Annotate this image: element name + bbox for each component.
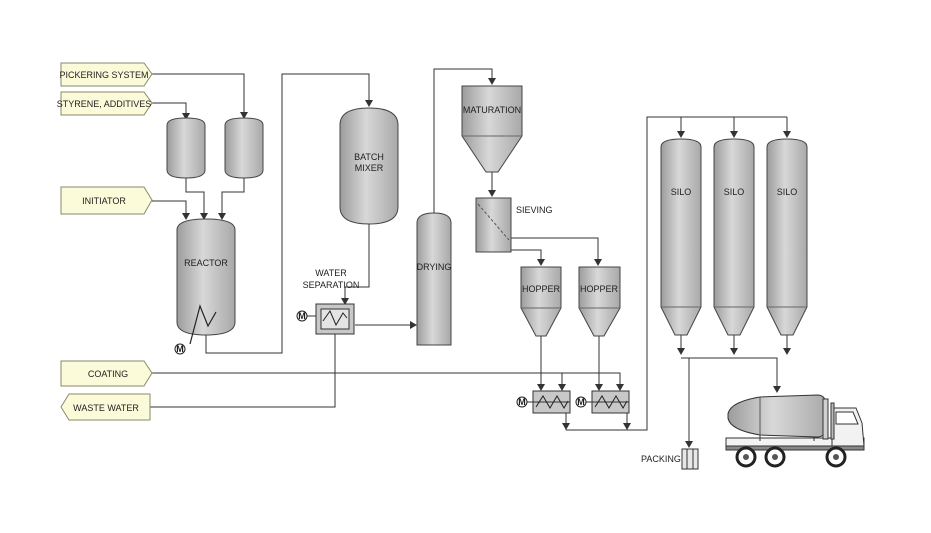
line-conveyor-to-silos — [566, 116, 787, 431]
sieving-label: SIEVING — [516, 205, 553, 215]
water-separation-label-line2: SEPARATION — [303, 280, 360, 290]
screw-conveyor-1: M — [516, 390, 571, 414]
motor-icon: M — [575, 396, 587, 408]
reactor: REACTOR M — [174, 218, 236, 355]
hopper-1: HOPPER — [520, 266, 562, 337]
line-initiator-to-reactor — [150, 200, 187, 213]
line-separation-to-waste — [150, 334, 336, 408]
feed-tank-2 — [224, 117, 264, 179]
hopper-1-label: HOPPER — [522, 284, 561, 294]
maturation-label: MATURATION — [463, 105, 521, 115]
line-coating — [150, 372, 621, 384]
waste-water-tag: WASTE WATER — [60, 393, 151, 421]
batch-mixer: BATCH MIXER — [339, 107, 399, 225]
mixer-zigzag-icon — [189, 304, 217, 345]
arrowheads — [182, 78, 791, 448]
initiator-tag: INITIATOR — [60, 186, 153, 215]
line-tank2-to-reactor — [221, 178, 245, 213]
styrene-additives-label: STYRENE, ADDITIVES — [57, 99, 152, 109]
packing-label: PACKING — [641, 454, 681, 464]
silo-3: SILO — [766, 138, 808, 336]
hopper-2: HOPPER — [578, 266, 621, 337]
coating-tag: COATING — [60, 360, 153, 387]
packing-station: PACKING — [641, 448, 699, 470]
svg-text:M: M — [518, 397, 526, 407]
line-sieving-to-hopper2 — [511, 237, 599, 259]
silo-1: SILO — [660, 138, 702, 336]
line-sieving-to-hopper1 — [506, 249, 542, 259]
line-tank1-to-reactor — [185, 178, 205, 213]
drying-tower: DRYING — [416, 212, 452, 346]
sieving-unit: SIEVING — [475, 197, 553, 253]
svg-text:M: M — [298, 311, 306, 321]
hopper-2-label: HOPPER — [580, 284, 619, 294]
batch-mixer-label-line2: MIXER — [355, 163, 384, 173]
feed-tank-1 — [166, 117, 206, 179]
truck-icon — [725, 394, 865, 468]
water-separation-label-line1: WATER — [315, 268, 347, 278]
screw-conveyor-2: M — [575, 390, 630, 414]
coating-label: COATING — [88, 369, 128, 379]
maturation-vessel: MATURATION — [461, 85, 523, 173]
pickering-system-label: PICKERING SYSTEM — [59, 70, 148, 80]
svg-text:M: M — [577, 397, 585, 407]
line-styrene-to-tank — [150, 102, 187, 113]
silo-3-label: SILO — [777, 187, 798, 197]
input-tags: PICKERING SYSTEM STYRENE, ADDITIVES INIT… — [57, 62, 153, 421]
styrene-additives-tag: STYRENE, ADDITIVES — [57, 91, 153, 116]
motor-icon: M — [296, 310, 308, 322]
waste-water-label: WASTE WATER — [73, 403, 139, 413]
batch-mixer-label-line1: BATCH — [354, 152, 384, 162]
motor-icon: M — [174, 343, 186, 355]
line-drying-to-maturation — [433, 68, 493, 213]
silo-2-label: SILO — [724, 187, 745, 197]
initiator-label: INITIATOR — [82, 196, 126, 206]
reactor-label: REACTOR — [184, 258, 228, 268]
svg-text:M: M — [176, 344, 184, 354]
motor-icon: M — [516, 396, 528, 408]
drying-label: DRYING — [417, 262, 452, 272]
line-mixer-to-separation — [344, 224, 370, 298]
water-separation: WATER SEPARATION M — [296, 268, 360, 335]
line-silo-collector — [681, 357, 778, 388]
pickering-system-tag: PICKERING SYSTEM — [59, 62, 153, 87]
package-icon — [681, 448, 699, 470]
line-pickering-to-tank — [150, 73, 245, 112]
silo-1-label: SILO — [671, 187, 692, 197]
silo-2: SILO — [713, 138, 755, 336]
line-reactor-to-batch-mixer — [205, 73, 370, 354]
